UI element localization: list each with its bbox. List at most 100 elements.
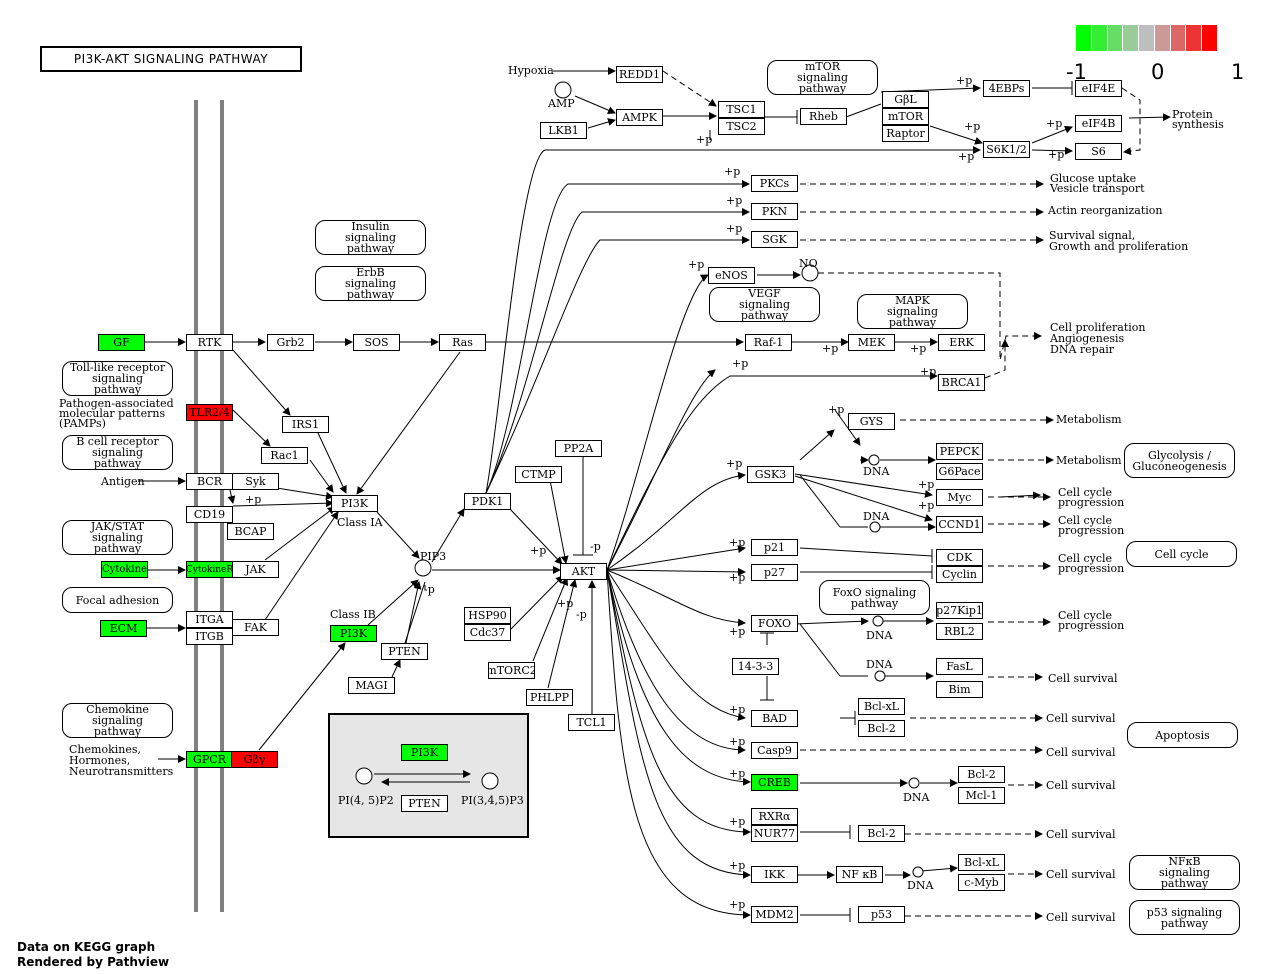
node-sos[interactable]: SOS [353,334,400,351]
node-bcr[interactable]: BCR [186,473,233,490]
map-p53-signaling[interactable]: p53 signaling pathway [1129,900,1240,935]
map-mtor-signaling[interactable]: mTOR signaling pathway [767,60,878,95]
node-tsc1[interactable]: TSC1 [718,101,765,118]
node-gpcr[interactable]: GPCR [186,751,233,768]
node-s6[interactable]: S6 [1075,143,1122,160]
node-pi3k-class-ib[interactable]: PI3K [330,625,377,642]
node-pkcs[interactable]: PKCs [751,175,798,192]
node-gsk3[interactable]: GSK3 [747,466,794,483]
node-redd1[interactable]: REDD1 [616,66,663,83]
node-p27kip1[interactable]: p27Kip1 [936,602,983,619]
node-c-myb[interactable]: c-Myb [958,874,1005,891]
map-nfkb-signaling[interactable]: NFκB signaling pathway [1129,855,1240,890]
node-fak[interactable]: FAK [232,619,279,636]
map-b-cell-receptor[interactable]: B cell receptor signaling pathway [62,435,173,470]
map-erbb-signaling[interactable]: ErbB signaling pathway [315,266,426,301]
node-creb[interactable]: CREB [751,774,798,791]
node-cytokine-receptor[interactable]: CytokineR [186,561,233,578]
node-gbetagamma[interactable]: Gβγ [231,751,278,768]
node-brca1[interactable]: BRCA1 [938,374,985,391]
node-tcl1[interactable]: TCL1 [568,714,615,731]
node-ras[interactable]: Ras [439,334,486,351]
node-bad[interactable]: BAD [751,710,798,727]
node-casp9[interactable]: Casp9 [751,742,798,759]
node-raptor[interactable]: Raptor [882,125,929,142]
node-14-3-3[interactable]: 14-3-3 [732,658,779,675]
map-chemokine-signaling[interactable]: Chemokine signaling pathway [62,703,173,738]
node-s6k12[interactable]: S6K1/2 [983,141,1030,158]
map-mapk-signaling[interactable]: MAPK signaling pathway [857,294,968,329]
node-grb2[interactable]: Grb2 [267,334,314,351]
node-pdk1[interactable]: PDK1 [464,493,511,510]
node-mcl-1[interactable]: Mcl-1 [958,787,1005,804]
node-p53[interactable]: p53 [858,906,905,923]
node-bim[interactable]: Bim [936,681,983,698]
node-irs1[interactable]: IRS1 [282,416,329,433]
node-rtk[interactable]: RTK [186,334,233,351]
node-lkb1[interactable]: LKB1 [540,122,587,139]
node-mtor[interactable]: mTOR [882,108,929,125]
node-itga[interactable]: ITGA [186,611,233,628]
node-akt[interactable]: AKT [560,563,607,580]
node-phlpp[interactable]: PHLPP [526,689,573,706]
node-enos[interactable]: eNOS [708,267,755,284]
node-bcl-2-3[interactable]: Bcl-2 [858,825,905,842]
node-tsc2[interactable]: TSC2 [718,118,765,135]
node-pi3k-class-ia[interactable]: PI3K [331,495,378,512]
node-erk[interactable]: ERK [938,334,985,351]
node-raf1[interactable]: Raf-1 [745,334,792,351]
node-nur77[interactable]: NUR77 [751,825,798,842]
node-pepck[interactable]: PEPCK [936,443,983,460]
node-pkn[interactable]: PKN [751,203,798,220]
map-insulin-signaling[interactable]: Insulin signaling pathway [315,220,426,255]
node-myc[interactable]: Myc [936,489,983,506]
node-sgk[interactable]: SGK [751,231,798,248]
node-bcl-xl-2[interactable]: Bcl-xL [958,854,1005,871]
node-itgb[interactable]: ITGB [186,628,233,645]
node-cytokine[interactable]: Cytokine [101,561,148,578]
node-tlr24[interactable]: TLR2/4 [186,404,233,421]
node-hsp90[interactable]: HSP90 [464,607,511,624]
inset-pten[interactable]: PTEN [401,795,448,812]
map-toll-like-receptor[interactable]: Toll-like receptor signaling pathway [62,361,173,396]
node-ctmp[interactable]: CTMP [515,466,562,483]
node-foxo[interactable]: FOXO [751,615,798,632]
node-cdk[interactable]: CDK [936,549,983,566]
node-bcl-xl-1[interactable]: Bcl-xL [858,698,905,715]
node-ccnd1[interactable]: CCND1 [936,516,983,533]
node-mek[interactable]: MEK [848,334,895,351]
node-eif4b[interactable]: eIF4B [1075,115,1122,132]
node-eif4e[interactable]: eIF4E [1075,80,1122,97]
node-magi[interactable]: MAGI [348,677,395,694]
node-ecm[interactable]: ECM [100,620,147,637]
node-cd19[interactable]: CD19 [186,506,233,523]
map-foxo-signaling[interactable]: FoxO signaling pathway [819,580,930,615]
map-focal-adhesion[interactable]: Focal adhesion [62,587,173,613]
node-syk[interactable]: Syk [232,473,279,490]
node-cdc37[interactable]: Cdc37 [464,624,511,641]
node-p27[interactable]: p27 [751,564,798,581]
node-jak[interactable]: JAK [232,561,279,578]
node-rac1[interactable]: Rac1 [261,447,308,464]
node-bcap[interactable]: BCAP [227,523,274,540]
map-glycolysis[interactable]: Glycolysis / Gluconeogenesis [1124,443,1235,478]
map-apoptosis[interactable]: Apoptosis [1127,722,1238,748]
map-jak-stat[interactable]: JAK/STAT signaling pathway [62,520,173,555]
node-mtorc2[interactable]: mTORC2 [488,662,535,679]
map-cell-cycle[interactable]: Cell cycle [1126,541,1237,567]
node-ampk[interactable]: AMPK [616,109,663,126]
node-rbl2[interactable]: RBL2 [936,623,983,640]
node-mdm2[interactable]: MDM2 [751,906,798,923]
node-nfkb[interactable]: NF κB [836,866,883,883]
inset-pi3k[interactable]: PI3K [401,744,448,761]
node-rheb[interactable]: Rheb [800,108,847,125]
node-bcl-2-2[interactable]: Bcl-2 [958,766,1005,783]
node-ikk[interactable]: IKK [751,866,798,883]
node-rxra[interactable]: RXRα [751,808,798,825]
node-4ebps[interactable]: 4EBPs [983,80,1030,97]
node-pten[interactable]: PTEN [381,643,428,660]
node-gf[interactable]: GF [98,334,145,351]
map-vegf-signaling[interactable]: VEGF signaling pathway [709,287,820,322]
node-gbl[interactable]: GβL [882,91,929,108]
node-gys[interactable]: GYS [848,413,895,430]
